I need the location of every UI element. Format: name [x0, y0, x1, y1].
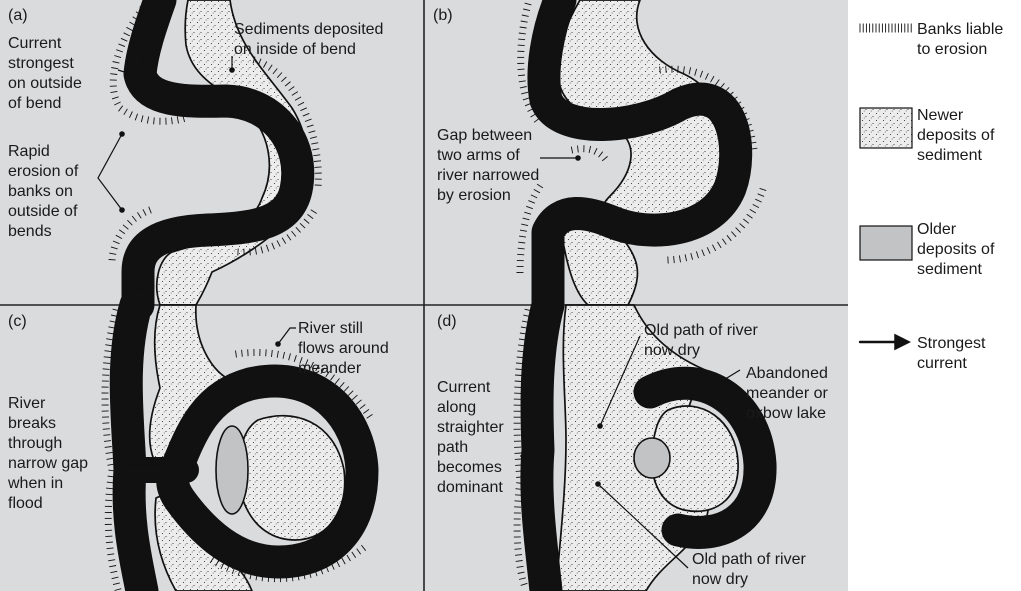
label-line: Rapid — [8, 143, 50, 160]
label-line: Older — [917, 221, 957, 238]
label-line: two arms of — [437, 147, 520, 164]
panel-d-oxbow-label: Abandoned meander or oxbow lake — [746, 365, 828, 422]
erosion-hatch-tick — [103, 369, 110, 370]
label-line: Old path of river — [644, 322, 759, 339]
erosion-hatch-tick — [516, 363, 523, 364]
legend-banks-label: Banks liable to erosion — [917, 21, 1003, 58]
erosion-hatch-tick — [515, 381, 522, 382]
erosion-hatch-tick — [515, 495, 522, 496]
label-line: Old path of river — [692, 551, 807, 568]
legend-current-label: Strongest current — [917, 335, 986, 372]
erosion-hatch-tick — [515, 375, 522, 376]
erosion-hatch-tick — [666, 66, 667, 73]
label-line: becomes — [437, 459, 502, 476]
label-line: breaks — [8, 415, 56, 432]
label-line: along — [437, 399, 476, 416]
label-line: River — [8, 395, 46, 412]
label-line: meander or — [746, 385, 828, 402]
erosion-hatch-tick — [515, 501, 522, 502]
label-line: by erosion — [437, 187, 511, 204]
erosion-hatch-tick — [103, 429, 110, 430]
label-line: to erosion — [917, 41, 987, 58]
label-line: of bend — [8, 95, 61, 112]
label-line: now dry — [692, 571, 748, 588]
label-line: deposits of — [917, 127, 995, 144]
label-line: banks on — [8, 183, 73, 200]
erosion-hatch-tick — [286, 575, 287, 582]
erosion-hatch-tick — [103, 363, 110, 364]
label-line: oxbow lake — [746, 405, 826, 422]
erosion-hatch-tick — [105, 536, 112, 537]
label-line: sediment — [917, 261, 982, 278]
label-line: Newer — [917, 107, 964, 124]
erosion-hatch-tick — [106, 494, 113, 495]
erosion-hatch-tick — [515, 465, 522, 466]
panel-d-older-deposit — [634, 438, 670, 478]
label-line: bends — [8, 223, 52, 240]
legend-older-swatch — [860, 226, 912, 260]
label-line: deposits of — [917, 241, 995, 258]
legend-newer-label: Newer deposits of sediment — [917, 107, 995, 164]
label-line: Gap between — [437, 127, 532, 144]
label-line: narrow gap — [8, 455, 88, 472]
erosion-hatch-tick — [103, 435, 110, 436]
erosion-hatch-tick — [518, 39, 525, 40]
erosion-hatch-tick — [678, 66, 679, 73]
erosion-hatch-tick — [266, 349, 267, 356]
erosion-hatch-tick — [250, 248, 251, 255]
label-line: River still — [298, 320, 363, 337]
label-line: Current — [8, 35, 62, 52]
label-line: on outside — [8, 75, 82, 92]
label-line: path — [437, 439, 468, 456]
label-line: meander — [298, 360, 362, 377]
label-line: river narrowed — [437, 167, 539, 184]
panel-b-tag: (b) — [433, 7, 453, 24]
erosion-hatch-tick — [515, 549, 522, 550]
label-line: flood — [8, 495, 43, 512]
label-line: through — [8, 435, 62, 452]
label-line: straighter — [437, 419, 504, 436]
erosion-hatch-tick — [315, 167, 322, 168]
label-line: strongest — [8, 55, 74, 72]
label-line: Strongest — [917, 335, 986, 352]
legend: Banks liable to erosion Newer deposits of s… — [860, 21, 1003, 372]
label-line: Current — [437, 379, 491, 396]
label-line: dominant — [437, 479, 503, 496]
erosion-hatch-tick — [516, 471, 523, 472]
label-line: Sediments deposited — [234, 21, 383, 38]
label-line: Abandoned — [746, 365, 828, 382]
label-line: on inside of bend — [234, 41, 356, 58]
erosion-hatch-tick — [518, 45, 525, 46]
legend-newer-swatch — [860, 108, 912, 148]
panel-c-older-deposit — [216, 426, 248, 514]
panel-d-tag: (d) — [437, 313, 457, 330]
erosion-hatch-tick — [516, 369, 523, 370]
erosion-hatch-tick — [518, 69, 525, 70]
erosion-hatch-tick — [268, 575, 269, 582]
label-line: current — [917, 355, 967, 372]
label-line: flows around — [298, 340, 389, 357]
label-line: now dry — [644, 342, 700, 359]
label-line: erosion of — [8, 163, 79, 180]
label-line: outside of — [8, 203, 78, 220]
erosion-hatch-tick — [517, 254, 524, 255]
label-line: Banks liable — [917, 21, 1003, 38]
label-line: sediment — [917, 147, 982, 164]
label-line: when in — [7, 475, 63, 492]
legend-banks-symbol — [860, 24, 914, 33]
panel-a-tag: (a) — [8, 7, 28, 24]
erosion-hatch-tick — [102, 423, 109, 424]
legend-older-label: Older deposits of sediment — [917, 221, 995, 278]
panel-c-tag: (c) — [8, 313, 27, 330]
